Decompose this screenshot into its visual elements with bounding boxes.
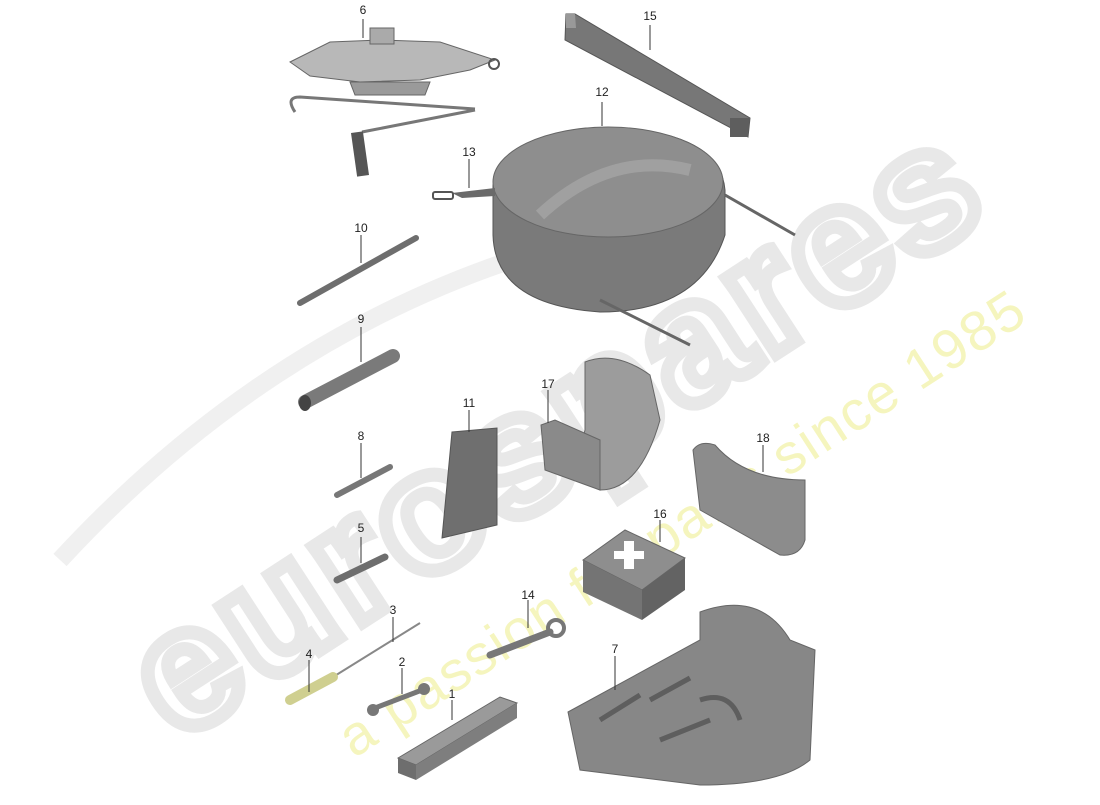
part-spare-wheel-cover — [492, 126, 796, 347]
part-tool-tray — [567, 604, 816, 786]
callout-15[interactable]: 15 — [643, 9, 657, 23]
part-pin-5 — [333, 553, 389, 584]
callout-14[interactable]: 14 — [521, 588, 535, 602]
callout-3[interactable]: 3 — [389, 603, 397, 617]
callout-6[interactable]: 6 — [359, 3, 367, 17]
part-holder-18 — [692, 442, 806, 556]
part-pad — [441, 427, 498, 539]
part-tool-bag — [396, 696, 519, 780]
callout-9[interactable]: 9 — [357, 312, 365, 326]
part-first-aid-kit — [582, 529, 686, 620]
part-jack — [289, 27, 500, 177]
callout-2[interactable]: 2 — [398, 655, 406, 669]
part-towing-eye — [486, 618, 566, 659]
callout-10[interactable]: 10 — [354, 221, 368, 235]
callout-16[interactable]: 16 — [653, 507, 667, 521]
leader-lines — [308, 19, 764, 720]
part-screwdriver — [285, 622, 421, 705]
callout-17[interactable]: 17 — [541, 377, 555, 391]
part-foam-block — [564, 13, 751, 138]
callout-5[interactable]: 5 — [357, 521, 365, 535]
part-pin-8 — [334, 464, 393, 498]
callout-8[interactable]: 8 — [357, 429, 365, 443]
part-socket-wrench — [298, 349, 400, 411]
callout-12[interactable]: 12 — [595, 85, 609, 99]
callout-18[interactable]: 18 — [756, 431, 770, 445]
callout-11[interactable]: 11 — [462, 396, 476, 410]
callout-4[interactable]: 4 — [305, 647, 313, 661]
part-strap — [432, 188, 495, 200]
part-holder-17 — [540, 357, 661, 491]
callout-1[interactable]: 1 — [448, 687, 456, 701]
callout-7[interactable]: 7 — [611, 642, 619, 656]
part-rod — [297, 235, 419, 306]
part-wrench — [367, 683, 430, 716]
callout-13[interactable]: 13 — [462, 145, 476, 159]
